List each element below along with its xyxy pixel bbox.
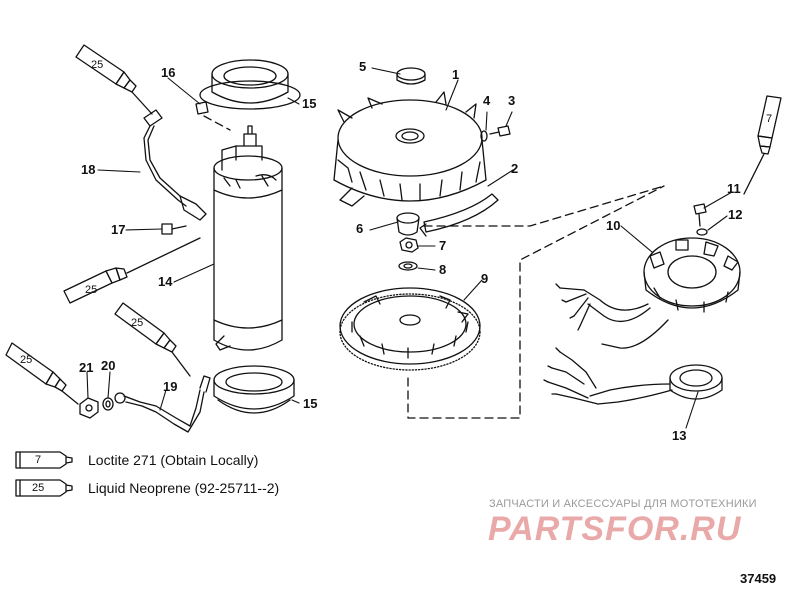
trigger-13 [543, 347, 723, 405]
callout-2: 2 [511, 161, 519, 176]
callout-12: 12 [728, 207, 743, 222]
tube-number-mid-left: 25 [85, 284, 98, 296]
washer-4 [480, 130, 488, 142]
starter-collar-top [199, 59, 301, 110]
tube-number-right: 7 [766, 113, 773, 125]
callout-15-bottom: 15 [303, 396, 318, 411]
callout-16: 16 [161, 65, 176, 80]
callout-4: 4 [483, 93, 491, 108]
callout-21: 21 [79, 360, 94, 375]
plug-5 [396, 67, 426, 85]
nut-16 [195, 101, 209, 115]
callout-13: 13 [672, 428, 687, 443]
callout-5: 5 [359, 59, 367, 74]
leader-lines [86, 67, 733, 429]
watermark-caption: ЗАПЧАСТИ И АКСЕССУАРЫ ДЛЯ МОТОТЕХНИКИ [489, 498, 757, 510]
starter-cable-upper [143, 109, 207, 221]
callout-7: 7 [439, 238, 447, 253]
callout-6: 6 [356, 221, 364, 236]
tube-number-top-left: 25 [91, 59, 104, 71]
legend-text-neoprene: Liquid Neoprene (92-25711--2) [88, 480, 280, 496]
screw-11 [693, 203, 707, 227]
legend-tube-25-number: 25 [32, 482, 45, 494]
nut-21 [79, 397, 99, 419]
washer-20 [102, 397, 114, 411]
starter-collar-bottom [213, 365, 295, 414]
callout-8: 8 [439, 262, 447, 277]
washer-12 [696, 228, 708, 236]
callout-11: 11 [727, 181, 741, 196]
screw-17 [161, 223, 187, 235]
legend-text-loctite: Loctite 271 (Obtain Locally) [88, 452, 259, 468]
callout-15-top: 15 [302, 96, 317, 111]
dashed-boundary [203, 115, 665, 419]
legend-tube-7-number: 7 [35, 454, 42, 466]
sealant-tube-right [743, 95, 782, 195]
flywheel [339, 287, 481, 371]
flywheel-cover [333, 91, 487, 207]
tube-number-lower-left: 25 [20, 354, 33, 366]
callout-18: 18 [81, 162, 96, 177]
watermark-logo: PARTSFOR.RU [488, 510, 742, 548]
starter-cable-lower [114, 375, 211, 433]
screw-3 [489, 125, 511, 137]
tube-number-lower-middle: 25 [131, 317, 144, 329]
legend-tube-7 [15, 451, 73, 469]
callout-10: 10 [606, 218, 621, 233]
legend-tube-25 [15, 479, 73, 497]
callout-19: 19 [163, 379, 178, 394]
band-2 [419, 193, 499, 237]
starter-motor [213, 125, 283, 351]
nut-7 [399, 237, 419, 253]
stator-harness [555, 283, 669, 349]
callout-3: 3 [508, 93, 516, 108]
figure-number: 37459 [740, 571, 777, 586]
callout-20: 20 [101, 358, 116, 373]
sealant-tube-lower-middle [114, 302, 191, 377]
stator [643, 237, 741, 313]
sealant-tube-top-left [75, 44, 153, 115]
callout-1: 1 [452, 67, 460, 82]
callout-17: 17 [111, 222, 126, 237]
callout-9: 9 [481, 271, 489, 286]
callout-14: 14 [158, 274, 173, 289]
sealant-tube-mid-left [63, 237, 201, 304]
hub-6 [396, 212, 420, 236]
washer-8 [398, 261, 418, 271]
sealant-tube-lower-left [5, 342, 79, 405]
